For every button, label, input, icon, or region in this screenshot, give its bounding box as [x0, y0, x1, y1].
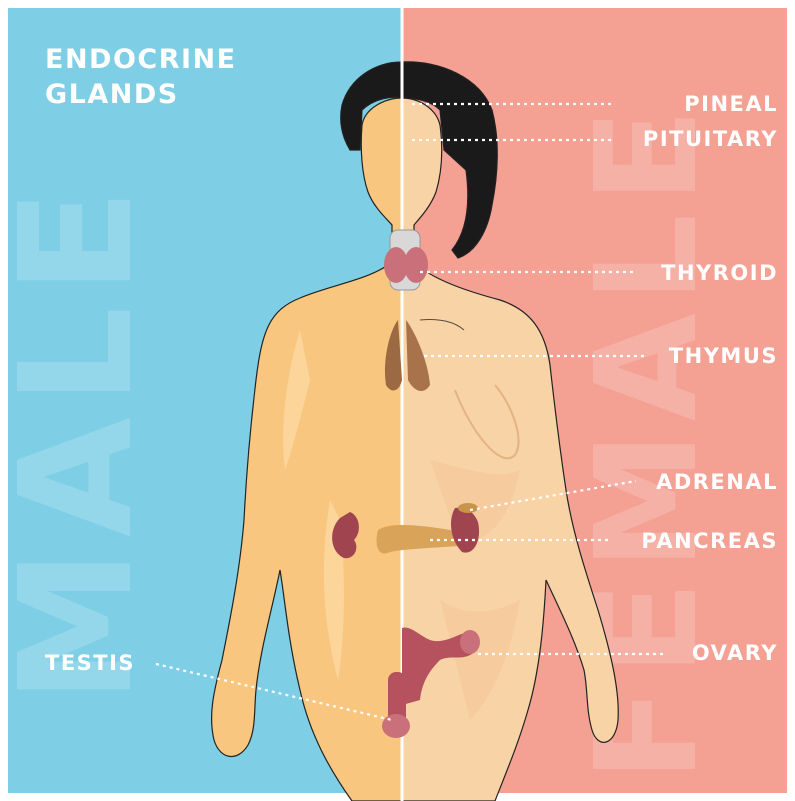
label-pineal: PINEAL	[684, 92, 778, 116]
label-adrenal: ADRENAL	[656, 470, 778, 494]
title-line-1: ENDOCRINE	[45, 42, 237, 77]
label-testis: TESTIS	[45, 651, 135, 675]
label-pituitary: PITUITARY	[643, 127, 778, 151]
label-thyroid: THYROID	[661, 261, 778, 285]
title-line-2: GLANDS	[45, 77, 237, 112]
label-ovary: OVARY	[692, 641, 778, 665]
label-pancreas: PANCREAS	[641, 529, 778, 553]
label-thymus: THYMUS	[669, 344, 778, 368]
diagram-title: ENDOCRINE GLANDS	[45, 42, 237, 112]
male-side-word: MALE	[0, 177, 167, 704]
